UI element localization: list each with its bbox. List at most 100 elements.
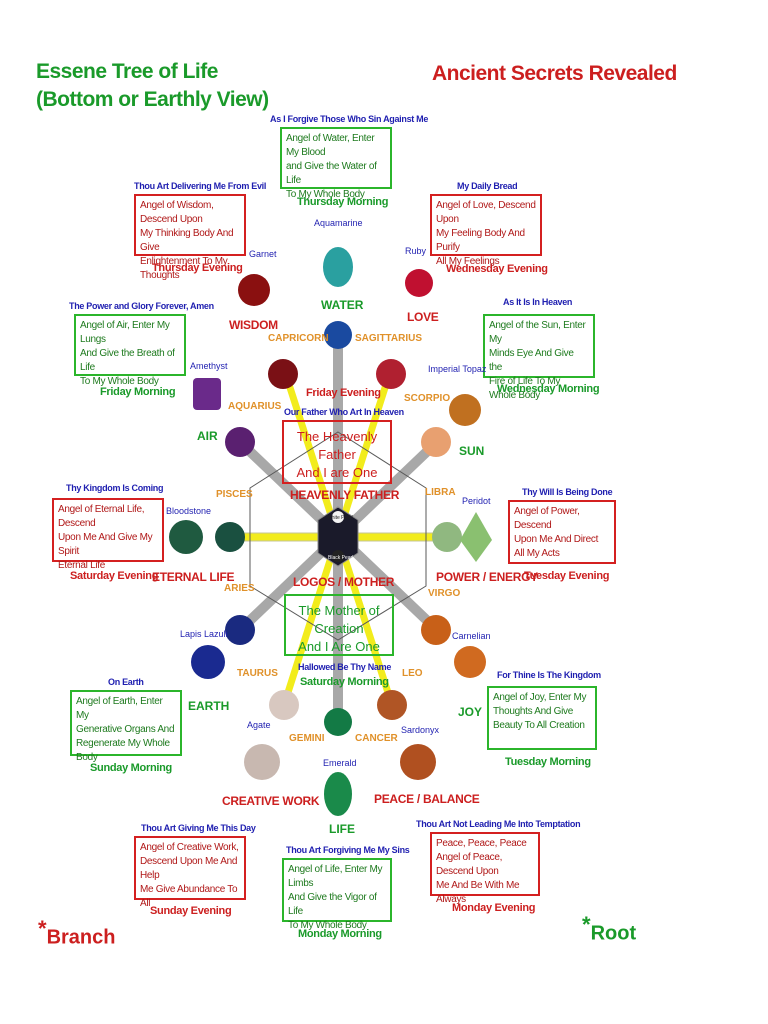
- air-time: Friday Morning: [100, 386, 176, 398]
- wisdom-box: Angel of Wisdom, Descend Upon My Thinkin…: [134, 194, 246, 281]
- joy-box: Angel of Joy, Enter My Thoughts And Give…: [487, 686, 597, 750]
- earth-time: Sunday Morning: [90, 762, 172, 774]
- box-line: Thoughts And Give: [493, 706, 573, 717]
- wisdom-header: Thou Art Delivering Me From Evil: [134, 181, 267, 191]
- aquamarine-label: Aquamarine: [314, 218, 363, 228]
- root-text: Root: [590, 922, 637, 945]
- aquarius-gem: [225, 427, 255, 457]
- center-top-header: Our Father Who Art In Heaven: [284, 407, 404, 417]
- heavenly-father-box: The Heavenly Father And I are One: [282, 420, 392, 484]
- capricorn-gem: [268, 359, 298, 389]
- saturday-morning-label: Saturday Morning: [300, 676, 389, 688]
- center-line: And I Are One: [298, 639, 380, 654]
- joy-header: For Thine Is The Kingdom: [497, 670, 601, 680]
- box-line: Upon Me And Give My Spirit: [58, 532, 153, 557]
- branch-label: *Branch: [38, 916, 116, 949]
- cancer-gem: [324, 321, 352, 349]
- box-line: Angel of Earth, Enter My: [76, 696, 163, 721]
- pisces-label: PISCES: [216, 489, 253, 500]
- page-title: Essene Tree of Life (Bottom or Earthly V…: [36, 58, 269, 114]
- air-header: The Power and Glory Forever, Amen: [69, 301, 214, 311]
- box-line: Angel of Air, Enter My Lungs: [80, 320, 170, 345]
- love-time: Wednesday Evening: [446, 263, 548, 275]
- box-line: Angel of Power, Descend: [514, 506, 580, 531]
- box-line: My Thinking Body And Give: [140, 228, 234, 253]
- life-label: LIFE: [329, 822, 355, 836]
- love-label: LOVE: [407, 310, 439, 324]
- title-line-2: (Bottom or Earthly View): [36, 88, 269, 111]
- mother-of-creation-box: The Mother of Creation And I Are One: [284, 594, 394, 656]
- power-header: Thy Will Is Being Done: [522, 487, 613, 497]
- amethyst-gem: [193, 378, 221, 410]
- peridot-label: Peridot: [462, 496, 491, 506]
- sun-time: Wednesday Morning: [497, 383, 600, 395]
- box-line: Angel of the Sun, Enter My: [489, 320, 586, 345]
- creative-work-label: CREATIVE WORK: [222, 794, 320, 808]
- box-line: Upon Me And Direct: [514, 534, 599, 545]
- branch-text: Branch: [46, 926, 116, 949]
- joy-time: Tuesday Morning: [505, 756, 591, 768]
- black-pearl-label: Black Pearl: [328, 555, 354, 561]
- box-line: And Give the Vigor of Life: [288, 892, 377, 917]
- box-line: Generative Organs And: [76, 724, 175, 735]
- box-line: Peace, Peace, Peace: [436, 838, 527, 849]
- power-time: Tuesday Evening: [524, 570, 610, 582]
- peace-box: Peace, Peace, Peace Angel of Peace, Desc…: [430, 832, 540, 905]
- sagittarius-label: SAGITTARIUS: [355, 333, 423, 344]
- peace-header: Thou Art Not Leading Me Into Temptation: [416, 819, 581, 829]
- water-time: Thursday Morning: [297, 196, 389, 208]
- libra-label: LIBRA: [425, 487, 456, 498]
- page-subtitle: Ancient Secrets Revealed: [432, 62, 677, 85]
- agate-label: Agate: [247, 720, 271, 730]
- box-line: Angel of Eternal Life, Descend: [58, 504, 145, 529]
- box-line: All My Feelings: [436, 256, 500, 267]
- aquamarine-gem: [323, 247, 353, 287]
- hub: [317, 506, 359, 567]
- center-line: And I are One: [296, 465, 378, 480]
- taurus-label: TAURUS: [237, 668, 278, 679]
- creative-time: Sunday Evening: [150, 905, 232, 917]
- zodiac-gems: [215, 321, 462, 736]
- earth-header: On Earth: [108, 677, 144, 687]
- eternal-time: Saturday Evening: [70, 570, 159, 582]
- center-line: The Heavenly Father: [296, 429, 378, 462]
- garnet-gem: [238, 274, 270, 306]
- cancer-label: CANCER: [355, 733, 398, 744]
- box-line: Angel of Wisdom, Descend Upon: [140, 200, 214, 225]
- box-line: To My Whole Body: [288, 920, 367, 931]
- box-line: Angel of Water, Enter My Blood: [286, 133, 375, 158]
- center-bottom-header: Hallowed Be Thy Name: [298, 662, 392, 672]
- hexagon-outline: [249, 431, 427, 641]
- sardonyx-gem: [400, 744, 436, 780]
- carnelian-label: Carnelian: [452, 631, 491, 641]
- ruby-gem: [405, 269, 433, 297]
- root-label: *Root: [582, 912, 637, 945]
- box-line: and Give the Water of Life: [286, 161, 377, 186]
- box-line: Angel of Life, Enter My Limbs: [288, 864, 383, 889]
- box-line: Me Give Abundance To All: [140, 884, 238, 909]
- water-box: Angel of Water, Enter My Blood and Give …: [280, 127, 392, 200]
- box-line: Beauty To All Creation: [493, 720, 585, 731]
- box-line: Descend Upon Me And Help: [140, 856, 238, 881]
- center-line: The Mother of Creation: [298, 603, 380, 636]
- box-line: Angel of Joy, Enter My: [493, 692, 587, 703]
- amethyst-label: Amethyst: [190, 361, 228, 371]
- sun-box: Angel of the Sun, Enter My Minds Eye And…: [483, 314, 595, 401]
- gemini-gem: [324, 708, 352, 736]
- lapis-gem: [191, 645, 225, 679]
- box-line: Angel of Love, Descend Upon: [436, 200, 536, 225]
- earth-label: EARTH: [188, 699, 230, 713]
- box-line: Minds Eye And Give the: [489, 348, 574, 373]
- gemini-label: GEMINI: [289, 733, 325, 744]
- peridot-gem: [460, 512, 492, 562]
- box-line: Eternal Life: [58, 560, 105, 571]
- bloodstone-label: Bloodstone: [166, 506, 212, 516]
- agate-gem: [244, 744, 280, 780]
- carnelian-gem: [454, 646, 486, 678]
- title-line-1: Essene Tree of Life: [36, 60, 218, 83]
- ruby-label: Ruby: [405, 246, 427, 256]
- imperial-topaz-label: Imperial Topaz: [428, 364, 487, 374]
- taurus-gem: [269, 690, 299, 720]
- power-box: Angel of Power, Descend Upon Me And Dire…: [508, 500, 616, 564]
- heavenly-father-label: HEAVENLY FATHER: [290, 488, 400, 502]
